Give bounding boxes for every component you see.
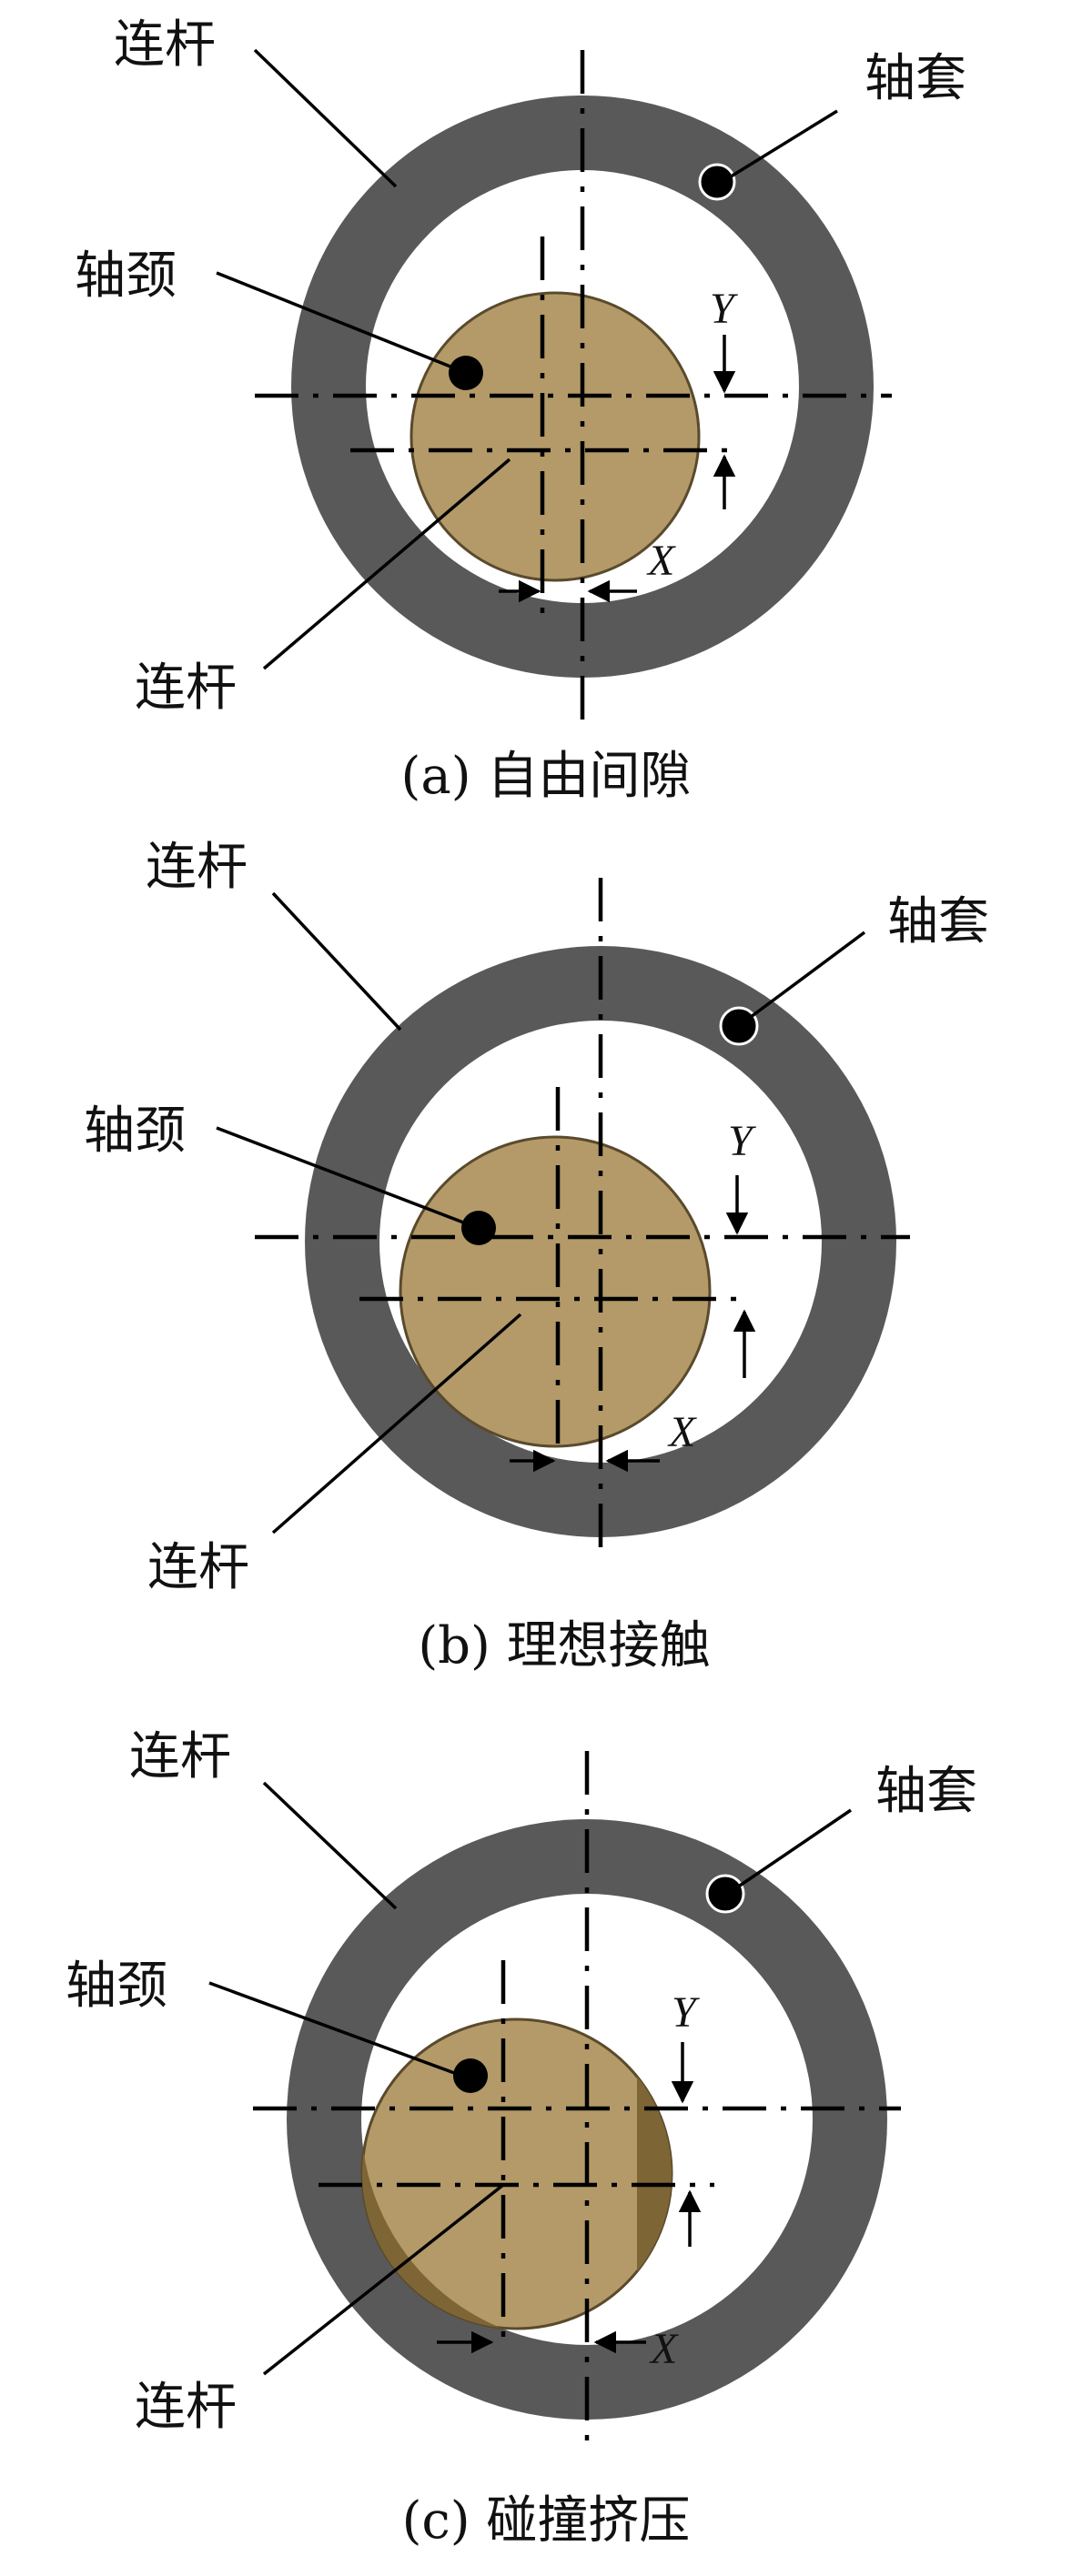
leader-journal [208, 1981, 458, 2076]
label-x: X [646, 537, 676, 585]
label-sleeve: 轴套 [875, 1762, 977, 1821]
panel-c: 连杆 轴套 轴颈 连杆 Y X (c) 碰撞挤压 [66, 1727, 977, 2551]
leader-rod-top [271, 891, 402, 1031]
leader-journal [216, 1126, 467, 1225]
journal-marker [453, 2058, 488, 2093]
label-rod-top: 连杆 [129, 1727, 231, 1786]
label-rod-top: 连杆 [146, 838, 248, 897]
label-rod-bottom: 连杆 [147, 1538, 249, 1597]
leader-rod-top [262, 1781, 398, 1910]
leader-rod-top [253, 48, 398, 188]
label-journal: 轴颈 [75, 247, 177, 306]
label-rod-top: 连杆 [114, 15, 216, 75]
label-y: Y [672, 1988, 700, 2037]
label-rod-bottom: 连杆 [135, 659, 237, 718]
panel-b: 连杆 轴套 轴颈 连杆 Y X (b) 理想接触 [84, 838, 989, 1675]
leader-rod-bottom [262, 2183, 505, 2376]
leader-journal [216, 271, 456, 370]
journal-marker [461, 1211, 496, 1245]
sleeve-marker [719, 1006, 759, 1046]
label-rod-bottom: 连杆 [135, 2378, 237, 2437]
label-journal: 轴颈 [84, 1102, 186, 1161]
leader-sleeve [749, 931, 866, 1019]
journal-disc [410, 291, 701, 582]
leader-rod-bottom [271, 1313, 522, 1535]
leader-sleeve [736, 1808, 852, 1889]
caption-a: (a) 自由间隙 [401, 747, 692, 806]
leader-rod-bottom [262, 458, 511, 670]
caption-b: (b) 理想接触 [418, 1616, 710, 1675]
label-journal: 轴颈 [66, 1957, 167, 2016]
label-y: Y [728, 1117, 756, 1165]
sleeve-marker [705, 1874, 745, 1914]
label-y: Y [710, 285, 738, 333]
label-x: X [649, 2325, 679, 2373]
journal-disc [399, 1135, 712, 1448]
sleeve-marker [698, 163, 736, 201]
label-sleeve: 轴套 [864, 49, 966, 108]
label-sleeve: 轴套 [887, 892, 989, 951]
caption-c: (c) 碰撞挤压 [402, 2491, 691, 2551]
panel-a: 连杆 轴套 轴颈 连杆 Y X (a) 自由间隙 [75, 15, 966, 806]
label-x: X [667, 1408, 697, 1456]
leader-sleeve [727, 109, 838, 180]
journal-marker [449, 356, 483, 390]
